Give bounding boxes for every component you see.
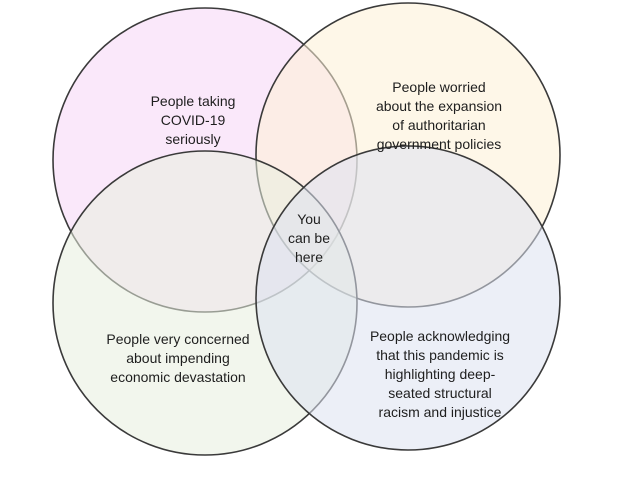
set-circle-bottom-right	[255, 145, 561, 451]
set-label-authoritarian-concern: People worried about the expansion of au…	[375, 79, 503, 152]
center-intersection-label: You can be here	[287, 211, 331, 265]
set-label-structural-racism: People acknowledging that this pandemic …	[369, 328, 511, 420]
set-label-covid-serious: People taking COVID-19 seriously	[150, 93, 236, 147]
set-label-economic-concern: People very concerned about impending ec…	[106, 331, 250, 385]
